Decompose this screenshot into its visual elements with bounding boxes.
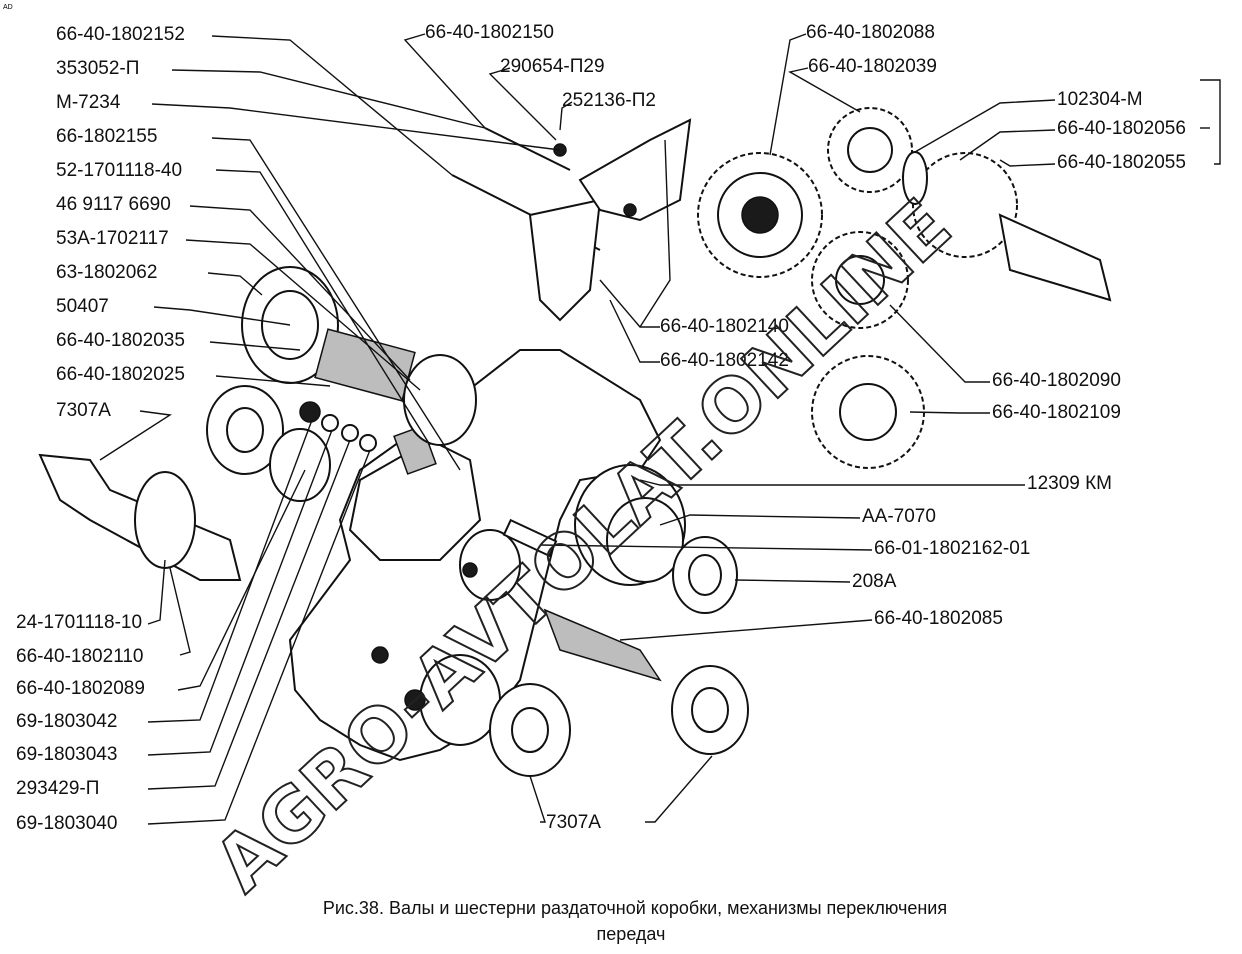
label-53a-1702117: 53А-1702117 — [56, 228, 169, 249]
label-66-40-1802088: 66-40-1802088 — [806, 22, 935, 43]
label-66-40-1802025: 66-40-1802025 — [56, 364, 185, 385]
label-66-01-1802162-01: 66-01-1802162-01 — [874, 538, 1030, 559]
shift-forks-and-rods — [451, 118, 692, 322]
label-290654-p29: 290654-П29 — [500, 56, 605, 77]
part-labels: 66-40-1802152 353052-П М-7234 66-1802155… — [16, 22, 1186, 834]
label-69-1803043: 69-1803043 — [16, 744, 117, 765]
label-69-1803040: 69-1803040 — [16, 813, 117, 834]
figure-caption-line1: Рис.38. Валы и шестерни раздаточной коро… — [323, 898, 947, 918]
label-353052-p: 353052-П — [56, 58, 139, 79]
label-66-40-1802110: 66-40-1802110 — [16, 646, 143, 667]
transfer-case-housing — [288, 349, 662, 762]
label-293429-p: 293429-П — [16, 778, 99, 799]
label-66-40-1802085: 66-40-1802085 — [874, 608, 1003, 629]
label-52-1701118-40: 52-1701118-40 — [56, 160, 182, 181]
corner-mark: AD — [3, 4, 13, 11]
label-66-40-1802039: 66-40-1802039 — [808, 56, 937, 77]
leader-lines — [99, 33, 1221, 825]
label-50407: 50407 — [56, 296, 109, 317]
label-m-7234: М-7234 — [56, 92, 121, 113]
label-12309-km: 12309 КМ — [1027, 473, 1112, 494]
label-66-40-1802090: 66-40-1802090 — [992, 370, 1121, 391]
label-66-40-1802055: 66-40-1802055 — [1057, 152, 1186, 173]
label-66-40-1802140: 66-40-1802140 — [660, 316, 789, 337]
label-66-40-1802152: 66-40-1802152 — [56, 24, 185, 45]
label-7307a-left: 7307А — [56, 400, 111, 421]
label-66-40-1802150: 66-40-1802150 — [425, 22, 554, 43]
label-46-9117-6690: 46 9117 6690 — [56, 194, 171, 215]
label-7307a-bottom: 7307А — [546, 812, 601, 833]
label-69-1803042: 69-1803042 — [16, 711, 117, 732]
label-66-40-1802035: 66-40-1802035 — [56, 330, 185, 351]
label-66-40-1802142: 66-40-1802142 — [660, 350, 789, 371]
label-252136-p2: 252136-П2 — [562, 90, 656, 111]
label-208a: 208А — [852, 571, 897, 592]
label-66-1802155: 66-1802155 — [56, 126, 157, 147]
label-66-40-1802109: 66-40-1802109 — [992, 402, 1121, 423]
label-102304-m: 102304-М — [1057, 89, 1143, 110]
label-24-1701118-10: 24-1701118-10 — [16, 612, 142, 633]
figure-caption-line2: передач — [597, 924, 666, 944]
upper-right-gear-cluster — [697, 107, 1112, 469]
label-66-40-1802089: 66-40-1802089 — [16, 678, 145, 699]
label-66-40-1802056: 66-40-1802056 — [1057, 118, 1186, 139]
right-shaft-bearings — [489, 464, 749, 777]
label-63-1802062: 63-1802062 — [56, 262, 157, 283]
label-aa-7070: АА-7070 — [862, 506, 936, 527]
